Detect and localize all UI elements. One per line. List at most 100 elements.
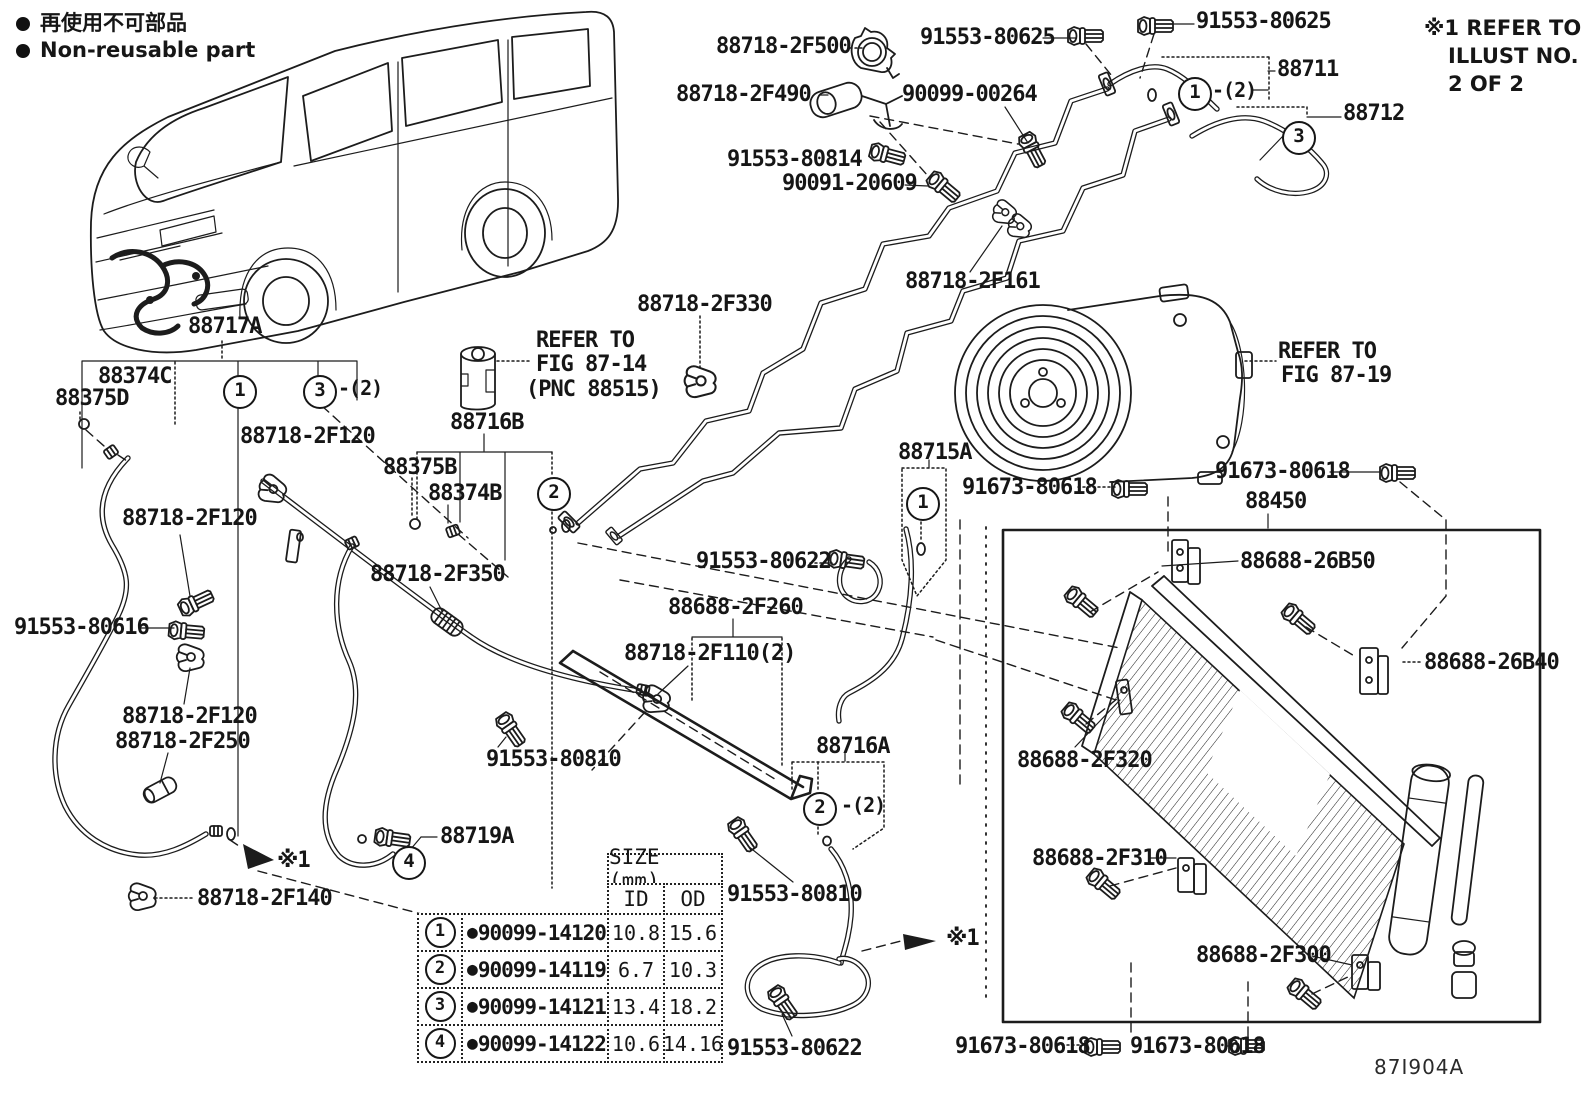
part-number-text: 90099-14121 [477, 994, 607, 1019]
size-table-row-num: 3 [417, 987, 463, 1026]
size-table-row-num: 4 [417, 1024, 463, 1063]
label-887182f500: 88718-2F500 [716, 34, 852, 59]
size-table-row-id: 13.4 [607, 987, 665, 1026]
label-9009120609: 90091-20609 [782, 171, 918, 196]
size-table-row-part: ●90099-14121 [461, 987, 609, 1026]
part-number-text: 90099-14122 [477, 1031, 607, 1056]
row-callout-circle-2: 2 [424, 954, 456, 985]
non-reusable-dot-icon: ● [467, 996, 478, 1017]
label-fig8714: FIG 87-14 [536, 352, 647, 377]
bracket-2f300 [1351, 954, 1381, 991]
size-table-row-id: 10.6 [607, 1024, 665, 1063]
label-referto: REFER TO [1278, 339, 1377, 364]
size-table-row-part: ●90099-14119 [461, 950, 609, 989]
label-88717a: 88717A [188, 314, 262, 339]
row-callout-circle-3: 3 [424, 991, 456, 1022]
legend-text-en: Non-reusable part [40, 38, 256, 62]
ac-pipes [55, 67, 1327, 1016]
expansion-valve [460, 346, 496, 411]
label-1: ※1 [946, 926, 980, 951]
label-887182f120: 88718-2F120 [122, 506, 258, 531]
label-88711: 88711 [1277, 57, 1339, 82]
bracket-26b50 [1171, 539, 1201, 585]
bracket-26b40 [1359, 647, 1389, 695]
label-pnc88515: (PNC 88515) [526, 377, 662, 402]
callout-circle-1: 1 [1178, 77, 1212, 111]
size-table-row-od: 15.6 [663, 913, 723, 952]
label-887182f120: 88718-2F120 [122, 704, 258, 729]
bracket-2f490 [809, 81, 863, 119]
label-2: -(2) [338, 376, 383, 400]
label-886882f310: 88688-2F310 [1032, 846, 1168, 871]
label-887182f1102: 88718-2F110(2) [624, 641, 796, 666]
bracket-2f320 [1115, 678, 1133, 716]
label-fig8719: FIG 87-19 [1281, 363, 1392, 388]
bracket-2f310 [1177, 857, 1207, 895]
label-8868826b50: 88688-26B50 [1240, 549, 1376, 574]
callout-circle-3: 3 [303, 375, 337, 409]
callout-circle-1: 1 [906, 487, 940, 521]
size-table-row-part: ●90099-14122 [461, 1024, 609, 1063]
non-reusable-dot-icon: ● [467, 922, 478, 943]
part-2f250 [142, 776, 178, 804]
legend: 再使用不可部品 Non-reusable part [16, 10, 255, 64]
label-887182f490: 88718-2F490 [676, 82, 812, 107]
reference-note: ※1 REFER TO ILLUST NO. 2 OF 2 [1424, 14, 1581, 98]
diagram-code: 87I904A [1374, 1055, 1465, 1079]
label-88719a: 88719A [440, 824, 514, 849]
label-9155380625: 91553-80625 [1196, 9, 1332, 34]
size-table-row-id: 6.7 [607, 950, 665, 989]
size-table-title: SIZE (mm) [607, 845, 723, 893]
size-table-row-num: 2 [417, 950, 463, 989]
label-887182f350: 88718-2F350 [370, 562, 506, 587]
size-table-row-num: 1 [417, 913, 463, 952]
callout-circle-1: 1 [223, 375, 257, 409]
size-table-row-od: 18.2 [663, 987, 723, 1026]
label-9009900264: 90099-00264 [902, 82, 1038, 107]
note-line-2: ILLUST NO. [1448, 44, 1579, 68]
label-88716b: 88716B [450, 410, 524, 435]
non-reusable-dot-icon: ● [467, 959, 478, 980]
small-parts [78, 16, 1416, 1057]
label-referto: REFER TO [536, 328, 635, 353]
callout-circle-3: 3 [1282, 121, 1316, 155]
part-number-text: 90099-14120 [477, 920, 607, 945]
label-887182f250: 88718-2F250 [115, 729, 251, 754]
compressor-illustration [954, 283, 1277, 485]
label-88715a: 88715A [898, 440, 972, 465]
part-number-text: 90099-14119 [477, 957, 607, 982]
label-88374c: 88374C [98, 364, 172, 389]
label-9167380618: 91673-80618 [955, 1034, 1091, 1059]
label-9155380622: 91553-80622 [727, 1036, 863, 1061]
row-callout-circle-4: 4 [424, 1028, 456, 1059]
label-2: -(2) [841, 793, 886, 817]
label-9155380625: 91553-80625 [920, 25, 1056, 50]
label-88712: 88712 [1343, 101, 1405, 126]
label-886882f320: 88688-2F320 [1017, 748, 1153, 773]
size-table-row-id: 10.8 [607, 913, 665, 952]
label-9155380814: 91553-80814 [727, 147, 863, 172]
legend-text-jp: 再使用不可部品 [40, 11, 187, 35]
label-2: -(2) [1212, 78, 1257, 102]
callout-circle-4: 4 [392, 846, 426, 880]
idler-part-2f500 [850, 27, 900, 79]
non-reusable-dot-icon [16, 16, 30, 31]
label-88716a: 88716A [816, 734, 890, 759]
label-8868826b40: 88688-26B40 [1424, 650, 1560, 675]
condenser-illustration [1001, 528, 1542, 1024]
label-88375b: 88375B [383, 455, 457, 480]
label-886882f300: 88688-2F300 [1196, 943, 1332, 968]
non-reusable-dot-icon: ● [467, 1033, 478, 1054]
size-table-row-od: 14.16 [663, 1024, 723, 1063]
van-illustration [89, 10, 619, 354]
label-9167380618: 91673-80618 [1215, 459, 1351, 484]
note-line-3: 2 OF 2 [1448, 72, 1525, 96]
label-88450: 88450 [1245, 489, 1307, 514]
note-line-1: ※1 REFER TO [1424, 16, 1582, 40]
label-887182f140: 88718-2F140 [197, 886, 333, 911]
size-table-row-od: 10.3 [663, 950, 723, 989]
label-887182f120: 88718-2F120 [240, 424, 376, 449]
